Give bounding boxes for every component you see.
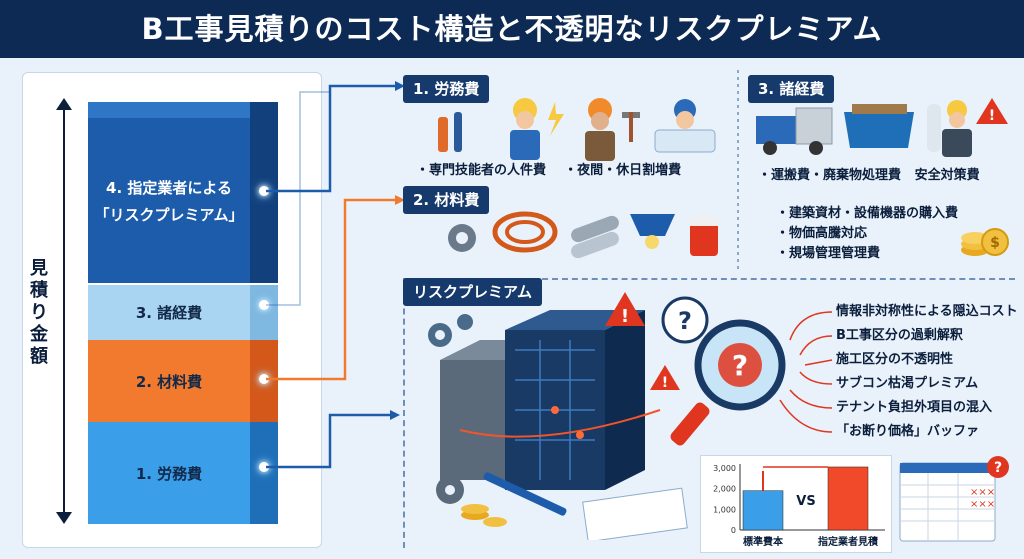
segment-overhead[interactable]: 3. 諸経費 <box>88 285 250 340</box>
materials-item-1: ・建築資材・設備機器の購入費 <box>776 206 959 221</box>
connector-dot-labor <box>259 462 269 472</box>
comparison-chart-panel <box>700 455 892 553</box>
risk-item-3: 施工区分の不透明性 <box>836 352 954 367</box>
risk-items: 情報非対称性による隠込コスト B工事区分の過剰解釈 施工区分の不透明性 サブコン… <box>836 300 1018 444</box>
labor-items: ・専門技能者の人件費 ・夜間・休日割増費 <box>416 161 681 181</box>
materials-heading: 2. 材料費 <box>403 186 490 214</box>
opaque-building-magnifier-icon: ! ? ? ! <box>428 292 786 540</box>
risk-item-4: サブコン枯渇プレミアム <box>836 376 979 391</box>
segment-risk-label-1: 4. 指定業者による <box>106 178 232 197</box>
page-title: B工事見積りのコスト構造と不透明なリスクプレミアム <box>0 0 1024 58</box>
svg-text:!: ! <box>621 306 629 327</box>
overhead-items: ・運搬費・廃棄物処理費 安全対策費 <box>758 166 980 186</box>
risk-premium-area <box>403 278 1015 548</box>
connector-dot-overhead <box>259 300 269 310</box>
segment-overhead-side <box>250 285 278 340</box>
risk-heading: リスクプレミアム <box>403 278 542 306</box>
materials-icons <box>448 211 718 259</box>
svg-text:?: ? <box>994 460 1002 476</box>
segment-risk-top <box>88 102 278 118</box>
segment-risk-premium[interactable]: 4. 指定業者による 「リスクプレミアム」 <box>88 118 250 283</box>
labor-item-2: ・夜間・休日割増費 <box>564 163 682 178</box>
labor-item-1: ・専門技能者の人件費 <box>416 163 547 178</box>
materials-item-2: ・物価高騰対応 <box>776 226 868 241</box>
coins-icon: $ <box>961 228 1009 256</box>
svg-text:!: ! <box>662 375 668 391</box>
segment-overhead-label: 3. 諸経費 <box>135 304 203 322</box>
risk-item-1: 情報非対称性による隠込コスト <box>836 304 1018 319</box>
connector-dot-materials <box>259 374 269 384</box>
spreadsheet-alert-icon: ××× ××× ? <box>899 456 1009 542</box>
materials-item-3: ・規場管理管理費 <box>776 246 881 261</box>
amount-axis <box>63 100 65 520</box>
svg-text:?: ? <box>678 307 692 335</box>
axis-label: 見積り金額 <box>30 258 48 367</box>
overhead-item-1: ・運搬費・廃棄物処理費 <box>758 168 902 183</box>
labor-workers-icon <box>438 98 716 161</box>
segment-materials[interactable]: 2. 材料費 <box>88 340 250 422</box>
svg-text:×××: ××× <box>970 487 995 498</box>
axis-arrow-down-icon <box>56 512 72 524</box>
svg-text:×××: ××× <box>970 499 995 510</box>
overhead-heading: 3. 諸経費 <box>748 75 835 103</box>
overhead-item-2: 安全対策費 <box>914 168 980 183</box>
svg-text:$: $ <box>990 235 1000 251</box>
connector-dot-risk <box>259 186 269 196</box>
segment-labor[interactable]: 1. 労務費 <box>88 422 250 524</box>
segment-materials-label: 2. 材料費 <box>135 372 203 391</box>
svg-text:?: ? <box>732 349 748 382</box>
segment-labor-label: 1. 労務費 <box>135 464 203 483</box>
overhead-truck-dumpster-icon: ! <box>756 98 1008 157</box>
labor-heading: 1. 労務費 <box>403 75 490 103</box>
svg-text:!: ! <box>989 108 995 124</box>
risk-item-5: テナント負担外項目の混入 <box>836 400 993 415</box>
risk-item-2: B工事区分の過剰解釈 <box>836 328 963 343</box>
materials-items: ・建築資材・設備機器の購入費 ・物価高騰対応 ・規場管理管理費 <box>776 204 958 264</box>
axis-arrow-up-icon <box>56 98 72 110</box>
segment-risk-label-2: 「リスクプレミアム」 <box>94 205 244 224</box>
risk-item-6: 「お断り価格」バッファ <box>836 424 980 439</box>
segment-labor-side <box>250 422 278 524</box>
